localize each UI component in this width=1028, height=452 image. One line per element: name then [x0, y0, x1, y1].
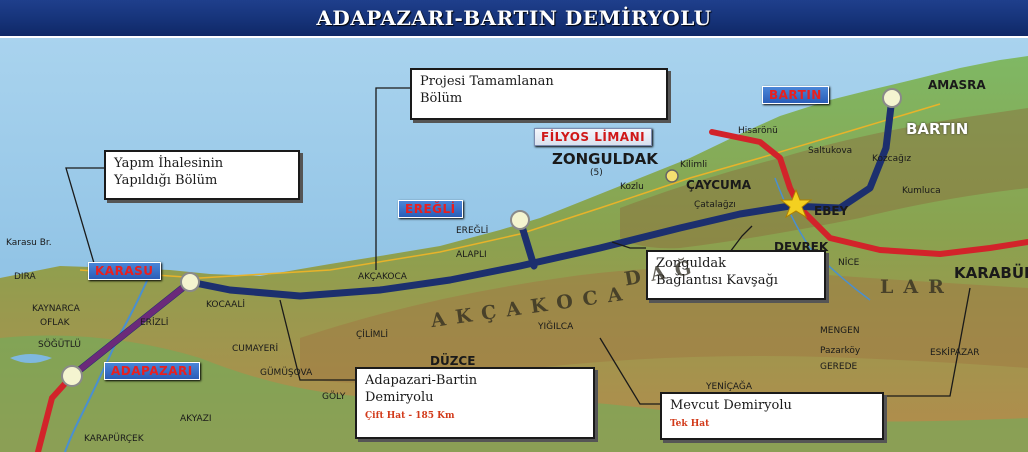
place-yigilca: YIĞILCA	[538, 322, 574, 332]
place-kumluca: Kumluca	[902, 186, 941, 196]
station-marker-eregli	[510, 210, 530, 230]
station-markers	[61, 88, 902, 387]
place-caycuma: ÇAYCUMA	[686, 178, 751, 192]
station-tag-bartin: BARTIN	[762, 86, 829, 104]
range-label-lar: LAR	[880, 276, 954, 298]
place-sogutlu: SÖĞÜTLÜ	[38, 340, 82, 350]
place-akyazi: AKYAZI	[180, 414, 212, 424]
place-catalagzi: Çatalağzı	[694, 200, 736, 210]
place-kocaali: KOCAALİ	[206, 300, 246, 310]
place-akcakoca: AKÇAKOCA	[358, 272, 407, 282]
river-sakarya	[64, 273, 151, 452]
place-zonguldak-code: (5)	[590, 168, 603, 178]
leader-lines	[65, 87, 971, 405]
callout-existing-railway-line1: Mevcut Demiryolu	[670, 398, 792, 413]
new-railway-line	[68, 94, 896, 380]
place-bartin: BARTIN	[906, 120, 969, 138]
station-tag-filyos: FİLYOS LİMANI	[534, 128, 653, 146]
mountain-band	[300, 267, 1028, 383]
mountain-band-north	[620, 108, 1028, 249]
existing-railway-line	[709, 129, 1028, 257]
place-kozlu: Kozlu	[620, 182, 644, 192]
place-nice: NİCE	[838, 258, 860, 268]
callout-completed-line1: Projesi Tamamlanan	[420, 74, 554, 89]
station-tag-adapazari: ADAPAZARI	[104, 362, 200, 380]
callout-junction-line2: Bağlantısı Kavşağı	[656, 273, 778, 288]
callout-new-railway: Adapazari-Bartin Demiryolu Çift Hat - 18…	[355, 367, 595, 439]
karasu-link	[69, 279, 193, 379]
station-marker-bartin	[882, 88, 902, 108]
place-mengen: MENGEN	[820, 326, 860, 336]
place-ebey: EBEY	[814, 204, 849, 218]
callout-new-railway-line2: Demiryolu	[365, 390, 434, 405]
place-cumayeri: CUMAYERİ	[232, 344, 279, 354]
callout-new-railway-detail: Çift Hat - 185 Km	[365, 411, 455, 421]
place-yenicaga: YENİÇAĞA	[706, 382, 752, 392]
callout-tender-section: Yapım İhalesinin Yapıldığı Bölüm	[104, 150, 300, 200]
place-erizli: ERİZLİ	[140, 318, 169, 328]
callout-existing-railway: Mevcut Demiryolu Tek Hat	[660, 392, 884, 440]
place-devrek: DEVREK	[774, 240, 829, 254]
place-golyaka: GÖLY	[322, 392, 346, 402]
place-karapurcek: KARAPÜRÇEK	[84, 434, 144, 444]
callout-junction-line1: Zonguldak	[656, 256, 727, 271]
place-hisaronu: Hisarönü	[738, 126, 778, 136]
place-amasra: AMASRA	[928, 78, 986, 92]
station-tag-eregli: EREĞLİ	[398, 200, 463, 218]
existing-railway-west	[35, 375, 73, 452]
station-marker-filyos	[665, 169, 679, 183]
station-tag-karasu: KARASU	[88, 262, 161, 280]
place-kilimli: Kilimli	[680, 160, 708, 170]
place-dira: DIRA	[14, 272, 36, 282]
place-duzce: DÜZCE	[430, 354, 476, 368]
place-gerede: GEREDE	[820, 362, 858, 372]
junction-star	[779, 188, 813, 219]
title-bar: ADAPAZARI-BARTIN DEMİRYOLU	[0, 0, 1028, 38]
place-karasu-br: Karasu Br.	[6, 238, 52, 248]
callout-tender-line2: Yapıldığı Bölüm	[114, 173, 218, 188]
station-marker-adapazari	[61, 365, 83, 387]
callout-completed-section: Projesi Tamamlanan Bölüm	[410, 68, 668, 120]
station-marker-karasu	[180, 272, 200, 292]
place-kozcagiz: Kozcağız	[872, 154, 912, 164]
lake-sapanca	[10, 354, 52, 363]
callout-existing-railway-detail: Tek Hat	[670, 419, 710, 429]
callout-junction: Zonguldak Bağlantısı Kavşağı	[646, 250, 826, 300]
place-gumusova: GÜMÜŞOVA	[260, 368, 313, 378]
place-zonguldak: ZONGULDAK	[552, 150, 658, 168]
place-pazarkoy: Pazarköy	[820, 346, 861, 356]
place-eskipazar: ESKİPAZAR	[930, 348, 980, 358]
callout-new-railway-line1: Adapazari-Bartin	[365, 373, 478, 388]
place-kaynarca: KAYNARCA	[32, 304, 80, 314]
callout-completed-line2: Bölüm	[420, 91, 463, 106]
place-karabuk: KARABÜK	[954, 264, 1028, 282]
place-eregli: EREĞLİ	[456, 226, 489, 236]
place-saltukova: Saltukova	[808, 146, 853, 156]
callout-tender-line1: Yapım İhalesinin	[114, 156, 224, 171]
map-title: ADAPAZARI-BARTIN DEMİRYOLU	[316, 6, 712, 30]
place-alapli: ALAPLI	[456, 250, 487, 260]
place-cilimli: ÇİLİMLİ	[356, 330, 389, 340]
place-oflak: OFLAK	[40, 318, 70, 328]
coastal-road	[79, 103, 941, 279]
